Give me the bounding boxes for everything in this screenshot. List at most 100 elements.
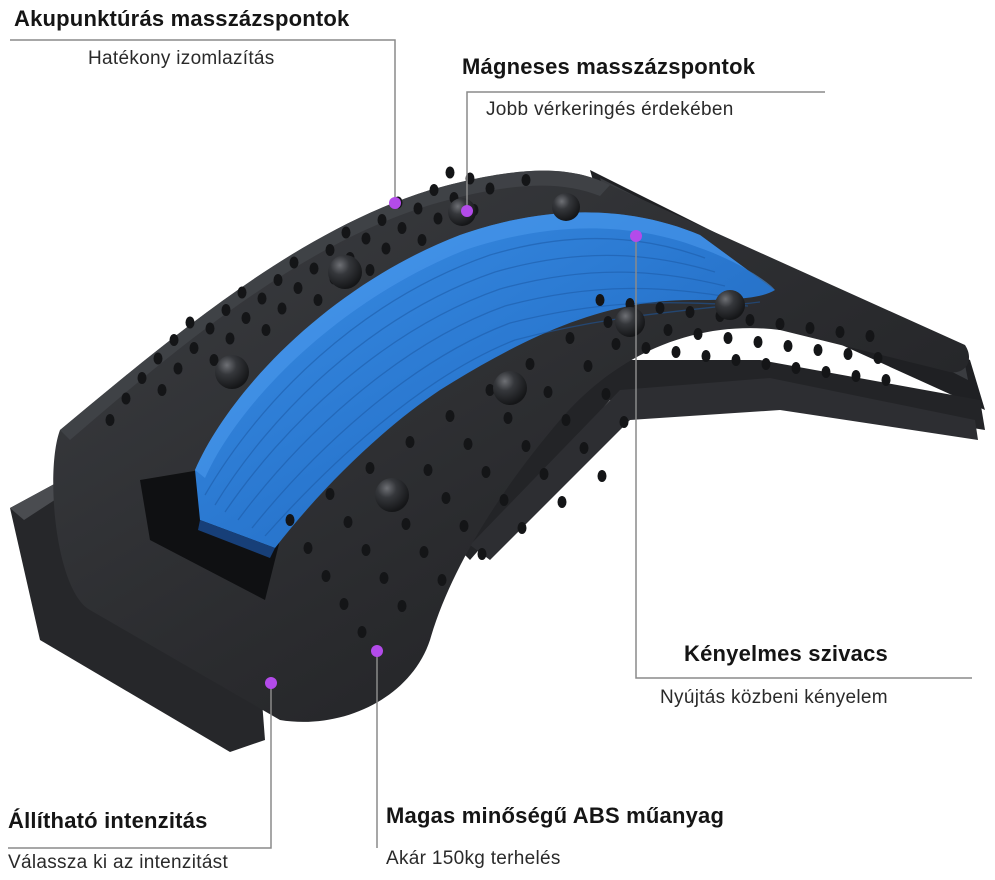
nub bbox=[693, 328, 703, 340]
nub bbox=[791, 362, 801, 374]
nub bbox=[557, 496, 567, 508]
nub bbox=[873, 352, 883, 364]
foam-strip bbox=[195, 212, 775, 558]
nub bbox=[603, 316, 613, 328]
nub bbox=[303, 542, 313, 554]
nub bbox=[153, 352, 163, 365]
nub bbox=[205, 322, 215, 335]
nub bbox=[445, 410, 455, 422]
acupressure-nubs bbox=[105, 166, 891, 638]
nub bbox=[343, 516, 353, 528]
nub bbox=[821, 366, 831, 378]
nub bbox=[437, 574, 447, 586]
nub bbox=[851, 370, 861, 382]
magnetic-balls bbox=[215, 193, 745, 512]
nub bbox=[293, 282, 303, 294]
nub bbox=[761, 358, 771, 370]
nub bbox=[257, 292, 267, 305]
callout-magnetic-subtitle: Jobb vérkeringés érdekében bbox=[486, 99, 734, 120]
nub bbox=[285, 514, 295, 526]
nub bbox=[619, 416, 629, 428]
nub bbox=[671, 346, 681, 358]
leader-lines bbox=[8, 39, 972, 849]
nub bbox=[397, 600, 407, 612]
nub bbox=[273, 274, 283, 286]
nub bbox=[377, 214, 387, 226]
nub bbox=[481, 466, 491, 478]
nub bbox=[325, 244, 335, 256]
nub bbox=[173, 362, 183, 375]
nub bbox=[641, 342, 651, 354]
nub bbox=[813, 344, 823, 356]
nub bbox=[121, 392, 131, 405]
nub bbox=[843, 348, 853, 360]
callout-foam-title: Kényelmes szivacs bbox=[684, 641, 888, 666]
nub bbox=[313, 294, 323, 306]
nub bbox=[543, 386, 553, 398]
nub bbox=[723, 332, 733, 344]
nub bbox=[381, 242, 391, 255]
nub bbox=[477, 548, 487, 560]
nub bbox=[237, 286, 247, 299]
nub bbox=[189, 342, 199, 354]
nub bbox=[289, 256, 299, 269]
nub bbox=[157, 384, 167, 396]
nub bbox=[579, 442, 589, 454]
nub bbox=[663, 324, 673, 336]
marker-acupuncture bbox=[389, 197, 401, 209]
nub bbox=[429, 184, 439, 196]
nub bbox=[655, 302, 665, 314]
nub bbox=[521, 440, 531, 452]
nub bbox=[339, 598, 349, 610]
nub bbox=[463, 438, 473, 450]
nub bbox=[241, 312, 251, 324]
nub bbox=[485, 384, 495, 396]
nub bbox=[419, 546, 429, 558]
nub bbox=[365, 462, 375, 474]
nub bbox=[753, 336, 763, 348]
nub bbox=[459, 520, 469, 532]
callout-acupuncture-title: Akupunktúrás masszázspontok bbox=[14, 6, 350, 31]
callout-magnetic-title: Mágneses masszázspontok bbox=[462, 54, 756, 79]
nub bbox=[561, 414, 571, 426]
nub bbox=[583, 360, 593, 372]
nub bbox=[405, 436, 415, 448]
nub bbox=[611, 338, 621, 350]
nub bbox=[539, 468, 549, 480]
callout-material-subtitle: Akár 150kg terhelés bbox=[386, 848, 561, 869]
nub bbox=[865, 330, 875, 342]
nub bbox=[433, 212, 443, 225]
callout-acupuncture-subtitle: Hatékony izomlazítás bbox=[88, 48, 275, 69]
nub bbox=[525, 358, 535, 370]
nub bbox=[835, 326, 845, 338]
nub bbox=[731, 354, 741, 366]
nub bbox=[881, 374, 891, 386]
marker-material bbox=[371, 645, 383, 657]
nub bbox=[105, 414, 115, 426]
nub bbox=[397, 222, 407, 234]
nub bbox=[499, 494, 509, 506]
nub bbox=[413, 202, 423, 215]
nub bbox=[361, 544, 371, 556]
callout-material-title: Magas minőségű ABS műanyag bbox=[386, 803, 725, 828]
nub bbox=[783, 340, 793, 352]
nub bbox=[137, 372, 147, 384]
nub bbox=[701, 350, 711, 362]
marker-foam bbox=[630, 230, 642, 242]
nub bbox=[597, 470, 607, 482]
nub bbox=[379, 572, 389, 584]
nub bbox=[209, 354, 219, 366]
nub bbox=[417, 234, 427, 246]
nub bbox=[225, 332, 235, 345]
nub bbox=[261, 324, 271, 336]
callout-intensity-title: Állítható intenzitás bbox=[8, 808, 208, 833]
nub bbox=[685, 306, 695, 318]
nub bbox=[423, 464, 433, 476]
nub bbox=[309, 262, 319, 275]
nub bbox=[341, 226, 351, 239]
nub bbox=[401, 518, 411, 530]
nub bbox=[221, 304, 231, 316]
nub bbox=[441, 492, 451, 504]
